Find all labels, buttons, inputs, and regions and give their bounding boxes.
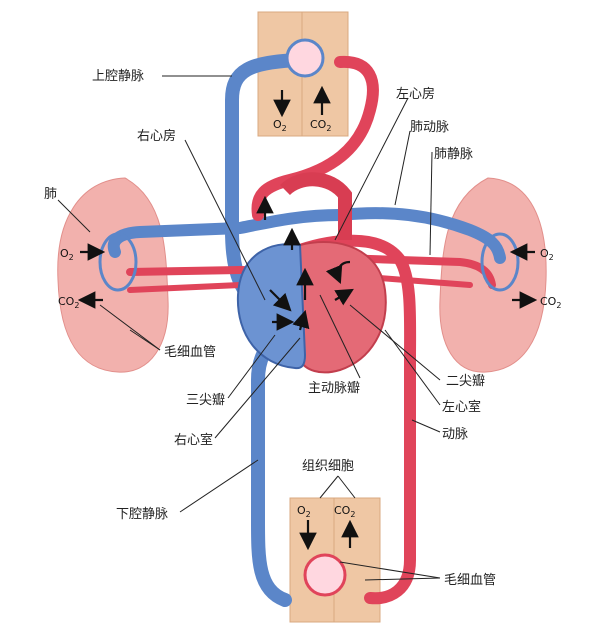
- label-mitral-valve: 二尖瓣: [446, 374, 485, 389]
- capillary-network-right-lung: [480, 232, 520, 292]
- label-pulmonary-vein: 肺静脉: [434, 147, 473, 162]
- aorta-arch: [280, 172, 352, 240]
- label-capillary-left: 毛细血管: [164, 345, 216, 360]
- leader-lines: [57, 75, 441, 581]
- co2-left-lung: CO2: [58, 295, 79, 310]
- flow-arrows: [77, 85, 538, 551]
- o2-left-lung: O2: [60, 247, 74, 262]
- label-tricuspid-valve: 三尖瓣: [186, 393, 225, 408]
- heart: [236, 172, 387, 374]
- right-lung: [439, 177, 547, 373]
- label-artery: 动脉: [442, 427, 468, 442]
- label-right-atrium: 右心房: [137, 128, 176, 144]
- capillary-network-bottom: [303, 553, 347, 597]
- label-right-ventricle: 右心室: [174, 432, 213, 448]
- co2-right-lung: CO2: [540, 295, 561, 310]
- label-left-atrium: 左心房: [396, 86, 435, 102]
- label-tissue-cells: 组织细胞: [302, 459, 354, 474]
- o2-top: O2: [273, 118, 287, 133]
- co2-top: CO2: [310, 118, 331, 133]
- label-aortic-valve: 主动脉瓣: [308, 381, 360, 396]
- co2-bottom: CO2: [334, 504, 355, 519]
- label-inferior-vena-cava: 下腔静脉: [116, 507, 168, 522]
- label-superior-vena-cava: 上腔静脉: [92, 69, 144, 84]
- o2-right-lung: O2: [540, 247, 554, 262]
- o2-bottom: O2: [297, 504, 311, 519]
- label-capillary-bottom: 毛细血管: [444, 573, 496, 588]
- gas-right-lung: O2 CO2: [540, 247, 561, 310]
- label-left-ventricle: 左心室: [442, 399, 481, 415]
- gas-bottom: O2 CO2: [297, 504, 355, 519]
- heart-left-side: [299, 241, 387, 374]
- capillary-network-left-lung: [98, 232, 138, 292]
- heart-right-side: [236, 243, 307, 370]
- gas-left-lung: O2 CO2: [58, 247, 79, 310]
- label-lung: 肺: [44, 187, 57, 202]
- label-pulmonary-artery: 肺动脉: [410, 120, 449, 135]
- gas-top: O2 CO2: [273, 118, 331, 133]
- capillary-network-top: [285, 38, 325, 78]
